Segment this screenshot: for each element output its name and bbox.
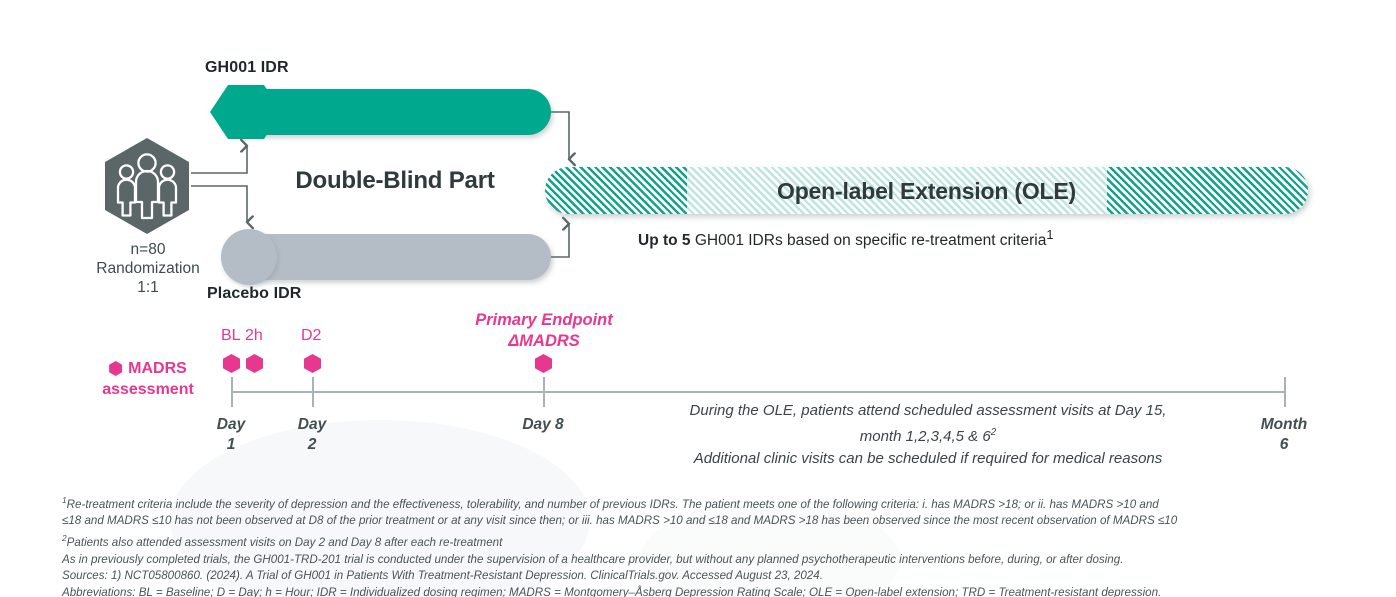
ole-visits-note: During the OLE, patients attend schedule… [638,400,1218,470]
ole-subtitle: Up to 5 GH001 IDRs based on specific re-… [638,227,1054,250]
timeline-marker-label-2h: 2h [245,327,263,344]
timeline-label-month6-line-1: Month [1260,416,1308,433]
footnote-trial-conduct: As in previously completed trials, the G… [62,552,1124,566]
madrs-marker-icon [109,361,123,376]
ole-visits-note-line-2-text: month 1,2,3,4,5 & 6 [859,428,991,445]
footnote-abbreviations: Abbreviations: BL = Baseline; D = Day; h… [62,585,1352,597]
timeline-marker-day8-icon [535,354,552,373]
ole-subtitle-bold: Up to 5 [638,232,691,250]
footnote-abbreviations-asberg: Åsberg [635,585,672,597]
timeline-label-day1-line-2: 1 [226,436,236,453]
timeline-label-day8: Day 8 [493,415,593,435]
footnote-1-text-line-1: Re-treatment criteria include the severi… [66,497,1159,511]
timeline-tick-day1 [231,377,233,407]
ole-subtitle-rest: GH001 IDRs based on specific re-treatmen… [690,232,1047,250]
timeline-label-month6-line-2: 6 [1279,436,1289,453]
population-caption-line-2: Randomization [96,260,200,277]
ole-visits-note-line-1: During the OLE, patients attend schedule… [689,402,1167,419]
timeline-marker-d2-icon [304,354,321,373]
timeline-label-month6: Month 6 [1234,415,1334,455]
timeline-tick-day8 [543,377,545,407]
footnote-abbreviations-suffix: Depression Rating Scale; OLE = Open-labe… [671,585,1162,597]
ole-visits-note-line-3: Additional clinic visits can be schedule… [693,450,1163,467]
footnote-abbreviations-prefix: Abbreviations: BL = Baseline; D = Day; h… [62,585,635,597]
population-caption-line-3: 1:1 [137,279,159,296]
footnote-1-line-2: ≤18 and MADRS ≤10 has not been observed … [62,514,1178,528]
footnotes-block: 1Re-treatment criteria include the sever… [62,492,1352,597]
footnote-2-line: 2Patients also attended assessment visit… [62,530,1352,551]
primary-endpoint-line-1: Primary Endpoint [475,311,613,329]
placebo-idr-circle-icon [221,229,277,285]
timeline-marker-label-bl: BL [221,327,241,344]
footnote-1-line-1: 1Re-treatment criteria include the sever… [62,492,1352,513]
footnote-2-marker: 2 [62,533,67,544]
timeline-marker-label-d2: D2 [301,327,322,344]
timeline-label-day1-line-1: Day [216,416,246,433]
gh001-idr-hexagon-icon [210,85,282,139]
gh001-arm-bar [245,89,551,135]
timeline-marker-2h-icon [246,354,263,373]
primary-endpoint-line-2: ΔMADRS [508,332,580,350]
timeline-label-day2-line-2: 2 [307,436,317,453]
timeline-axis [231,391,1285,393]
timeline-tick-day2 [312,377,314,407]
timeline-tick-month6 [1284,377,1286,407]
placebo-arm-bar [245,234,551,280]
open-label-extension-bar: Open-label Extension (OLE) [545,167,1308,214]
timeline-label-day1: Day 1 [181,415,281,455]
timeline-label-day8-line-1: Day 8 [522,416,564,433]
timeline-label-day2-line-1: Day [297,416,327,433]
primary-endpoint-annotation: Primary Endpoint ΔMADRS [452,310,636,352]
ole-subtitle-footnote-ref: 1 [1046,227,1054,242]
footnote-sources: Sources: 1) NCT05800860. (2024). A Trial… [62,569,823,583]
timeline-marker-bl-icon [223,354,240,373]
madrs-legend-line-2: assessment [102,381,194,398]
ole-title: Open-label Extension (OLE) [777,178,1076,204]
gh001-arm-label: GH001 IDR [205,59,289,76]
population-caption: n=80 Randomization 1:1 [66,240,230,297]
placebo-arm-label: Placebo IDR [207,285,302,302]
madrs-legend-line-1: MADRS [128,360,187,377]
ole-visits-note-line-2: month 1,2,3,4,5 & 62 [638,422,1218,448]
ole-bar-light-segment [687,167,1107,214]
people-hexagon-icon [105,138,189,234]
ole-visits-note-footnote-ref: 2 [990,427,997,438]
double-blind-part-title: Double-Blind Part [295,167,495,194]
footnote-1-marker: 1 [62,495,67,505]
population-caption-line-1: n=80 [130,241,166,258]
footnote-2-text: Patients also attended assessment visits… [66,535,503,549]
timeline-label-day2: Day 2 [262,415,362,455]
madrs-assessment-legend: MADRS assessment [78,358,218,400]
